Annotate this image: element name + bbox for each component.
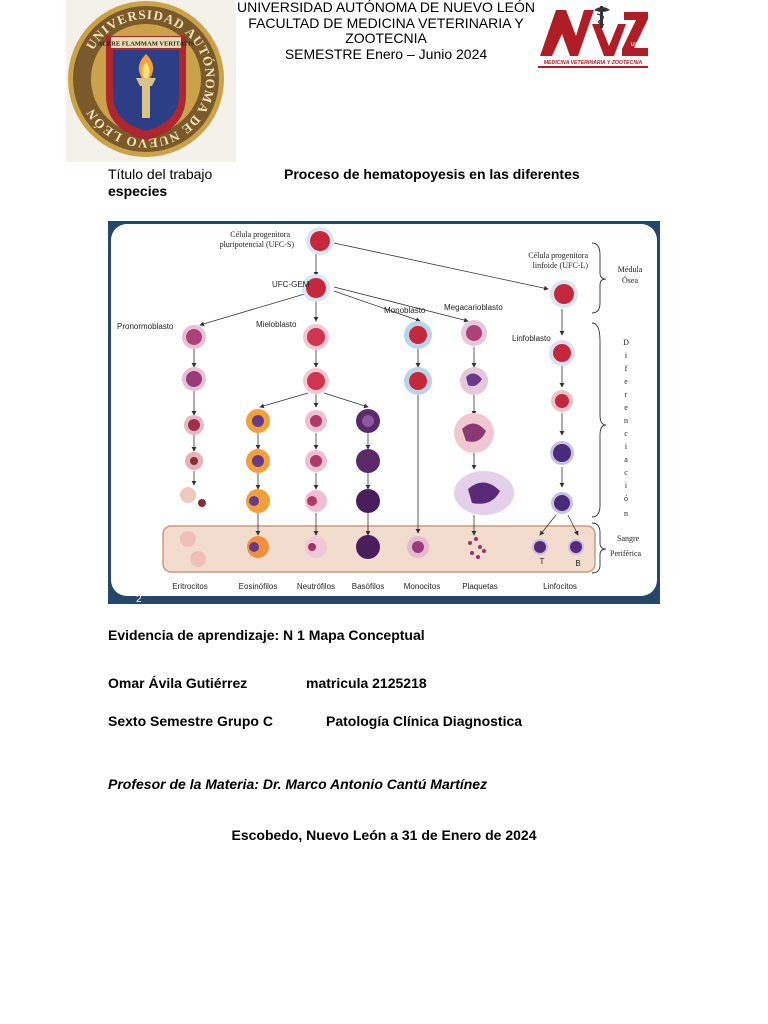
stem-cell-pluripotent: [306, 227, 334, 255]
svg-text:c: c: [624, 429, 628, 438]
svg-text:Linfocitos: Linfocitos: [543, 582, 577, 591]
university-seal-icon: UNIVERSIDAD AUTÓNOMA DE NUEVO LEÓN ALERE…: [66, 0, 236, 162]
place-date: Escobedo, Nuevo León a 31 de Enero de 20…: [231, 827, 537, 843]
basophil-line: [356, 409, 380, 559]
semester-text: SEMESTRE Enero – Junio 2024: [284, 45, 488, 62]
lymphocyte-line: [532, 340, 584, 555]
label-ufc-gem: UFC-GEM: [272, 280, 310, 289]
stem-cell-lymphoid: [550, 280, 578, 308]
header-block: UNIVERSIDAD AUTÓNOMA DE NUEVO LEÓN FACUL…: [236, 0, 536, 62]
svg-text:Neutrófilos: Neutrófilos: [297, 582, 335, 591]
svg-text:i: i: [625, 351, 628, 360]
svg-text:Eritrocitos: Eritrocitos: [172, 582, 208, 591]
label-megacarioblasto: Megacarioblasto: [444, 303, 503, 312]
svg-text:Plaquetas: Plaquetas: [462, 582, 498, 591]
university-name: UNIVERSIDAD AUTÓNOMA DE NUEVO LEÓN: [237, 0, 535, 15]
svg-text:i: i: [625, 481, 628, 490]
logo-text: MEDICINA VETERINARIA Y ZOOTECNIA: [544, 60, 643, 66]
faculty-logo-icon: UANL MEDICINA VETERINARIA Y ZOOTECNIA: [534, 2, 652, 70]
erythroid-line: [180, 325, 206, 567]
svg-text:Eosinófilos: Eosinófilos: [239, 582, 278, 591]
bottom-labels: Eritrocitos Eosinófilos Neutrófilos Basó…: [172, 582, 577, 591]
label-medula-2: Ósea: [622, 275, 638, 285]
label-t-lymphocyte: T: [540, 557, 545, 566]
student-name: Omar Ávila Gutiérrez: [108, 675, 248, 691]
hematopoiesis-diagram: Célula progenitora pluripotencial (UFC-S…: [108, 221, 660, 604]
logo-badge: UANL: [631, 42, 645, 48]
svg-text:a: a: [624, 455, 628, 464]
work-title-label: Título del trabajo: [108, 166, 213, 182]
work-title: Proceso de hematopoyesis en las diferent…: [284, 166, 580, 182]
megakaryocyte-line: [454, 320, 514, 559]
student-id: matricula 2125218: [306, 675, 427, 691]
svg-text:f: f: [625, 364, 628, 373]
svg-text:r: r: [625, 390, 628, 399]
work-title-continuation: especies: [108, 183, 168, 199]
svg-text:D: D: [623, 338, 629, 347]
faculty-name: FACULTAD DE MEDICINA VETERINARIA Y ZOOTE…: [248, 14, 524, 46]
svg-text:i: i: [625, 442, 628, 451]
figure-corner-number: 2: [136, 594, 142, 604]
label-b-lymphocyte: B: [575, 559, 580, 568]
label-monoblasto: Monoblasto: [384, 306, 426, 315]
seal-motto: ALERE FLAMMAM VERITATIS: [98, 41, 195, 48]
label-medula-1: Médula: [618, 265, 643, 274]
svg-text:Basófilos: Basófilos: [352, 582, 384, 591]
blood-brace: [591, 522, 607, 574]
eosinophil-line: [246, 409, 270, 558]
stem-cell-ufc-gem: [302, 274, 330, 302]
label-sangre-2: Periférica: [610, 549, 642, 558]
bone-marrow-brace: [591, 242, 607, 314]
label-sangre-1: Sangre: [617, 534, 640, 543]
monocyte-line: [404, 321, 432, 558]
svg-text:e: e: [624, 377, 628, 386]
neutrophil-line: [305, 410, 327, 558]
svg-text:n: n: [624, 509, 628, 518]
svg-text:ó: ó: [624, 494, 628, 503]
label-progenitor-pluri-1: Célula progenitora: [230, 230, 290, 239]
differentiation-brace: [591, 322, 607, 518]
label-progenitor-lymph-1: Célula progenitora: [528, 251, 588, 260]
label-pronormoblasto: Pronormoblasto: [117, 322, 174, 331]
svg-text:e: e: [624, 403, 628, 412]
course-subject: Patología Clínica Diagnostica: [326, 713, 523, 729]
svg-text:Monocitos: Monocitos: [404, 582, 440, 591]
label-progenitor-lymph-2: linfoide (UFC-L): [533, 261, 589, 270]
myeloblast-line: [303, 324, 329, 394]
professor-line: Profesor de la Materia: Dr. Marco Antoni…: [108, 776, 488, 792]
svg-text:c: c: [624, 468, 628, 477]
svg-text:n: n: [624, 416, 628, 425]
label-diferenciacion: D i f e r e n c i a c i ó n: [623, 338, 629, 518]
label-mieloblasto: Mieloblasto: [256, 320, 297, 329]
evidence-line: Evidencia de aprendizaje: N 1 Mapa Conce…: [108, 627, 425, 643]
course-group: Sexto Semestre Grupo C: [108, 713, 273, 729]
label-progenitor-pluri-2: pluripotencial (UFC-S): [220, 240, 295, 249]
label-linfoblasto: Linfoblasto: [512, 334, 551, 343]
